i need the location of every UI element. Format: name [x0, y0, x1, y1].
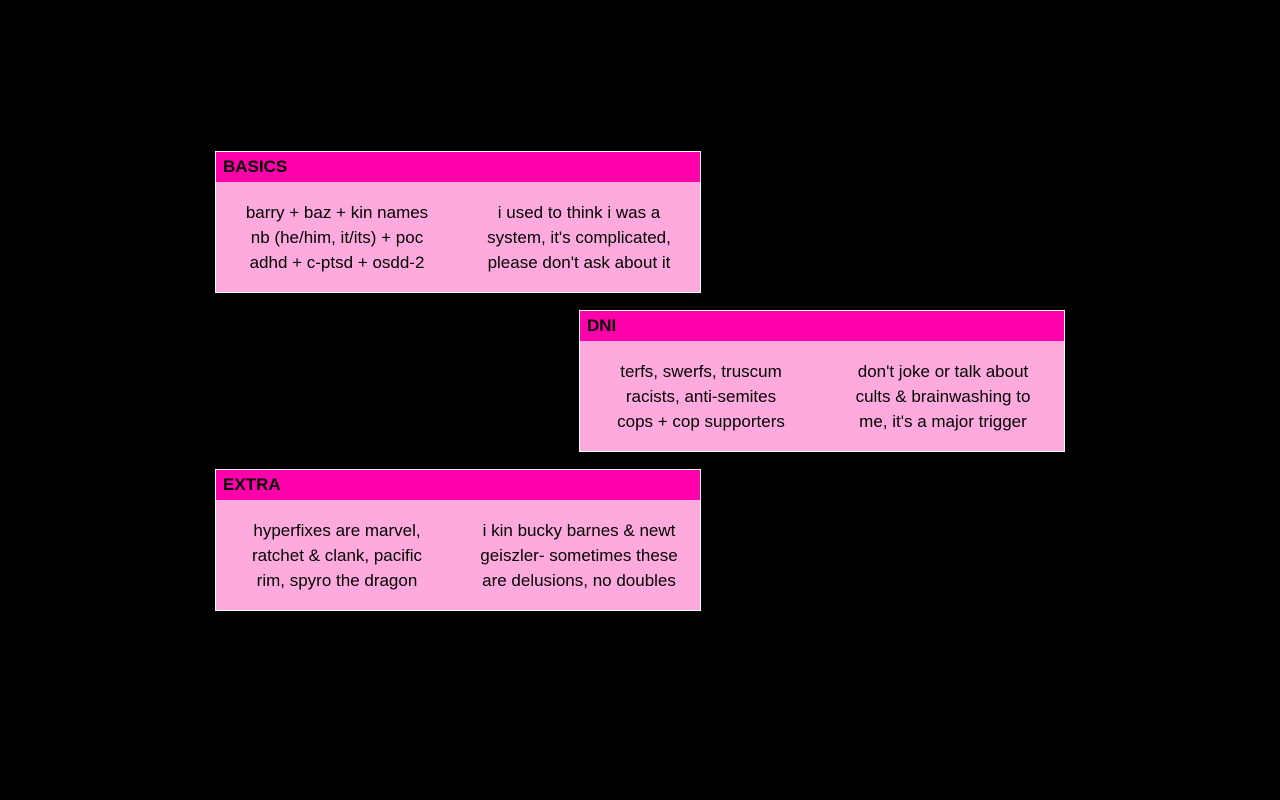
extra-right-line: geiszler- sometimes these — [480, 545, 678, 565]
extra-panel-title: EXTRA — [216, 470, 700, 500]
dni-panel-body: terfs, swerfs, truscum racists, anti-sem… — [580, 341, 1064, 451]
dni-left-line: racists, anti-semites — [625, 386, 777, 406]
basics-panel-body: barry + baz + kin names nb (he/him, it/i… — [216, 182, 700, 292]
extra-left-line: ratchet & clank, pacific — [251, 545, 423, 565]
extra-panel: EXTRA hyperfixes are marvel, ratchet & c… — [215, 469, 701, 611]
extra-panel-body: hyperfixes are marvel, ratchet & clank, … — [216, 500, 700, 610]
dni-right-column: don't joke or talk about cults & brainwa… — [822, 359, 1064, 434]
basics-panel: BASICS barry + baz + kin names nb (he/hi… — [215, 151, 701, 293]
extra-right-line: are delusions, no doubles — [482, 570, 676, 590]
basics-right-line: system, it's complicated, — [487, 227, 671, 247]
dni-left-line: cops + cop supporters — [617, 411, 785, 431]
dni-left-line: terfs, swerfs, truscum — [620, 361, 782, 381]
basics-left-line: adhd + c-ptsd + osdd-2 — [249, 252, 425, 272]
dni-right-line: cults & brainwashing to — [855, 386, 1031, 406]
basics-left-line: nb (he/him, it/its) + poc — [250, 227, 424, 247]
basics-right-line: please don't ask about it — [487, 252, 671, 272]
dni-left-column: terfs, swerfs, truscum racists, anti-sem… — [580, 359, 822, 434]
extra-right-line: i kin bucky barnes & newt — [482, 520, 676, 540]
basics-left-line: barry + baz + kin names — [245, 202, 429, 222]
dni-right-line: don't joke or talk about — [857, 361, 1029, 381]
extra-left-line: hyperfixes are marvel, — [253, 520, 421, 540]
dni-panel-title: DNI — [580, 311, 1064, 341]
basics-left-column: barry + baz + kin names nb (he/him, it/i… — [216, 200, 458, 275]
basics-panel-title: BASICS — [216, 152, 700, 182]
dni-right-line: me, it's a major trigger — [859, 411, 1027, 431]
extra-left-line: rim, spyro the dragon — [256, 570, 418, 590]
basics-right-line: i used to think i was a — [497, 202, 661, 222]
basics-right-column: i used to think i was a system, it's com… — [458, 200, 700, 275]
extra-right-column: i kin bucky barnes & newt geiszler- some… — [458, 518, 700, 593]
dni-panel: DNI terfs, swerfs, truscum racists, anti… — [579, 310, 1065, 452]
extra-left-column: hyperfixes are marvel, ratchet & clank, … — [216, 518, 458, 593]
